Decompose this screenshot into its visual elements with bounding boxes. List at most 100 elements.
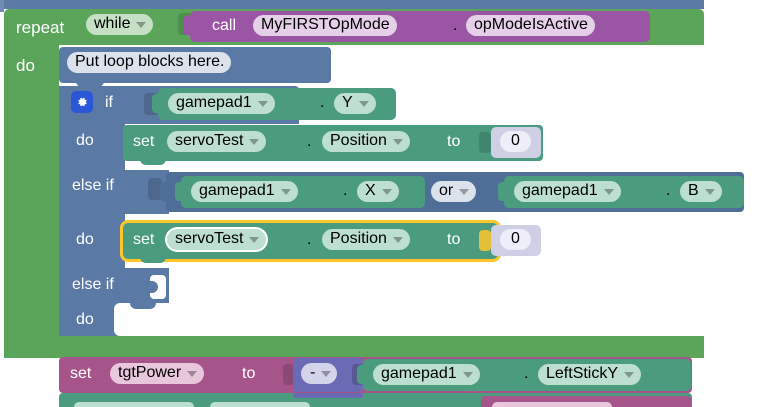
set-servo-1-to-label: to xyxy=(447,133,461,150)
call-block-left-plug xyxy=(183,16,192,35)
call-member-field[interactable]: opModeIsActive xyxy=(466,15,595,36)
set-servo-2-value-socket[interactable] xyxy=(479,230,491,251)
gamepad1-y-left-plug xyxy=(152,94,160,113)
chevron-down-icon xyxy=(321,371,332,377)
chevron-down-icon xyxy=(249,237,260,243)
call-object-field[interactable]: MyFIRSTOpMode xyxy=(253,15,397,36)
if-condition-socket-3-tab xyxy=(150,281,158,293)
tgtpower-object-dropdown[interactable]: gamepad1 xyxy=(373,364,480,385)
cond2-right-member-value: B xyxy=(688,182,699,199)
else-if-label-2: else if xyxy=(72,276,114,293)
cond2-left-member-dropdown[interactable]: X xyxy=(357,181,399,202)
loop-placeholder-text[interactable]: Put loop blocks here. xyxy=(67,52,232,73)
partial-block-below-indigo-strip xyxy=(293,393,363,398)
logic-or-left-plug xyxy=(160,182,168,201)
repeat-mode-value: while xyxy=(94,15,131,32)
cond1-object-value: gamepad1 xyxy=(176,94,252,111)
call-object-value: MyFIRSTOpMode xyxy=(261,16,390,33)
cond1-member-value: Y xyxy=(342,94,353,111)
set-tgtpower-value-socket[interactable] xyxy=(283,364,295,385)
cond2-right-object-dropdown[interactable]: gamepad1 xyxy=(514,181,621,202)
repeat-block-bottom[interactable] xyxy=(4,336,704,358)
if-block-elseif1-row[interactable] xyxy=(59,170,169,214)
if-label: if xyxy=(105,94,113,111)
cond1-dot-separator: . xyxy=(320,94,325,111)
if-do-label-2: do xyxy=(76,231,94,248)
set-servo-2-property-dropdown[interactable]: Position xyxy=(322,229,410,250)
set-tgtpower-variable-value: tgtPower xyxy=(118,364,182,381)
set-servo-2-property-value: Position xyxy=(330,230,387,247)
chevron-down-icon xyxy=(624,372,635,378)
partial-block-below-inner-value[interactable] xyxy=(481,396,691,407)
set-tgtpower-to-label: to xyxy=(242,365,256,382)
number-field-1[interactable]: 0 xyxy=(500,131,531,152)
number-value-2: 0 xyxy=(511,230,520,247)
tgtpower-object-value: gamepad1 xyxy=(381,365,457,382)
set-servo-1-keyword: set xyxy=(133,133,155,150)
if-do-label-3: do xyxy=(76,311,94,328)
gamepad1-b-left-plug xyxy=(498,182,506,201)
chevron-down-icon xyxy=(462,372,473,378)
set-servo-2-device-dropdown[interactable]: servoTest xyxy=(167,229,267,250)
loop-placeholder-notch xyxy=(76,81,104,87)
gamepad1-leftsticky-left-plug xyxy=(357,365,365,384)
tgtpower-member-value: LeftStickY xyxy=(546,365,619,382)
chevron-down-icon xyxy=(392,237,403,243)
chevron-down-icon xyxy=(187,371,198,377)
math-negate-operator-dropdown[interactable]: - xyxy=(301,363,338,384)
partial-field-a xyxy=(74,402,194,407)
cond2-right-member-dropdown[interactable]: B xyxy=(680,181,722,202)
chevron-down-icon xyxy=(280,189,291,195)
repeat-block-spine[interactable] xyxy=(4,45,59,355)
partial-field-b xyxy=(210,402,310,407)
cond2-left-member-value: X xyxy=(365,182,376,199)
call-member-value: opModeIsActive xyxy=(474,16,588,33)
number-value-1: 0 xyxy=(511,132,520,149)
cond1-member-dropdown[interactable]: Y xyxy=(334,93,376,114)
gear-icon[interactable] xyxy=(71,91,93,113)
if-do-label-1: do xyxy=(76,132,94,149)
repeat-mode-dropdown[interactable]: while xyxy=(86,14,154,35)
call-keyword: call xyxy=(212,17,237,34)
set-tgtpower-keyword: set xyxy=(70,365,92,382)
workspace-left-edge xyxy=(0,0,4,12)
call-dot-separator: . xyxy=(453,17,458,34)
cond1-object-dropdown[interactable]: gamepad1 xyxy=(168,93,275,114)
set-servo-1-property-value: Position xyxy=(330,132,387,149)
chevron-down-icon xyxy=(603,189,614,195)
chevron-down-icon xyxy=(257,101,268,107)
set-servo-1-device-value: servoTest xyxy=(175,132,244,149)
chevron-down-icon xyxy=(459,189,470,195)
cond2-left-object-dropdown[interactable]: gamepad1 xyxy=(191,181,298,202)
chevron-down-icon xyxy=(704,189,715,195)
else-if-label-1: else if xyxy=(72,177,114,194)
tgtpower-dot: . xyxy=(524,365,529,382)
set-servo-2-keyword: set xyxy=(133,231,155,248)
tgtpower-member-dropdown[interactable]: LeftStickY xyxy=(538,364,642,385)
loop-placeholder-value: Put loop blocks here. xyxy=(75,53,225,70)
logic-or-operator-value: or xyxy=(439,182,454,199)
partial-block-above[interactable] xyxy=(4,0,704,9)
set-servo-1-notch xyxy=(140,159,166,165)
math-negate-operator-value: - xyxy=(310,364,316,381)
cond2-left-object-value: gamepad1 xyxy=(199,182,275,199)
if-condition-socket-2[interactable] xyxy=(148,178,162,200)
logic-or-operator-dropdown[interactable]: or xyxy=(431,181,477,202)
set-servo-1-device-dropdown[interactable]: servoTest xyxy=(167,131,267,152)
set-tgtpower-variable-dropdown[interactable]: tgtPower xyxy=(110,363,205,384)
number-field-2[interactable]: 0 xyxy=(500,229,531,250)
chevron-down-icon xyxy=(249,139,260,145)
chevron-down-icon xyxy=(358,101,369,107)
cond2-right-object-value: gamepad1 xyxy=(522,182,598,199)
gamepad1-x-left-plug xyxy=(175,182,183,201)
partial-field-c xyxy=(492,402,612,407)
if-do-slot-3-notch xyxy=(130,303,156,309)
cond2-right-dot: . xyxy=(666,182,671,199)
set-servo-1-value-socket[interactable] xyxy=(479,132,491,153)
set-servo-2-to-label: to xyxy=(447,231,461,248)
cond2-left-dot: . xyxy=(343,182,348,199)
set-servo-1-property-dropdown[interactable]: Position xyxy=(322,131,410,152)
repeat-do-label: do xyxy=(16,56,35,75)
set-servo-2-device-value: servoTest xyxy=(175,230,244,247)
